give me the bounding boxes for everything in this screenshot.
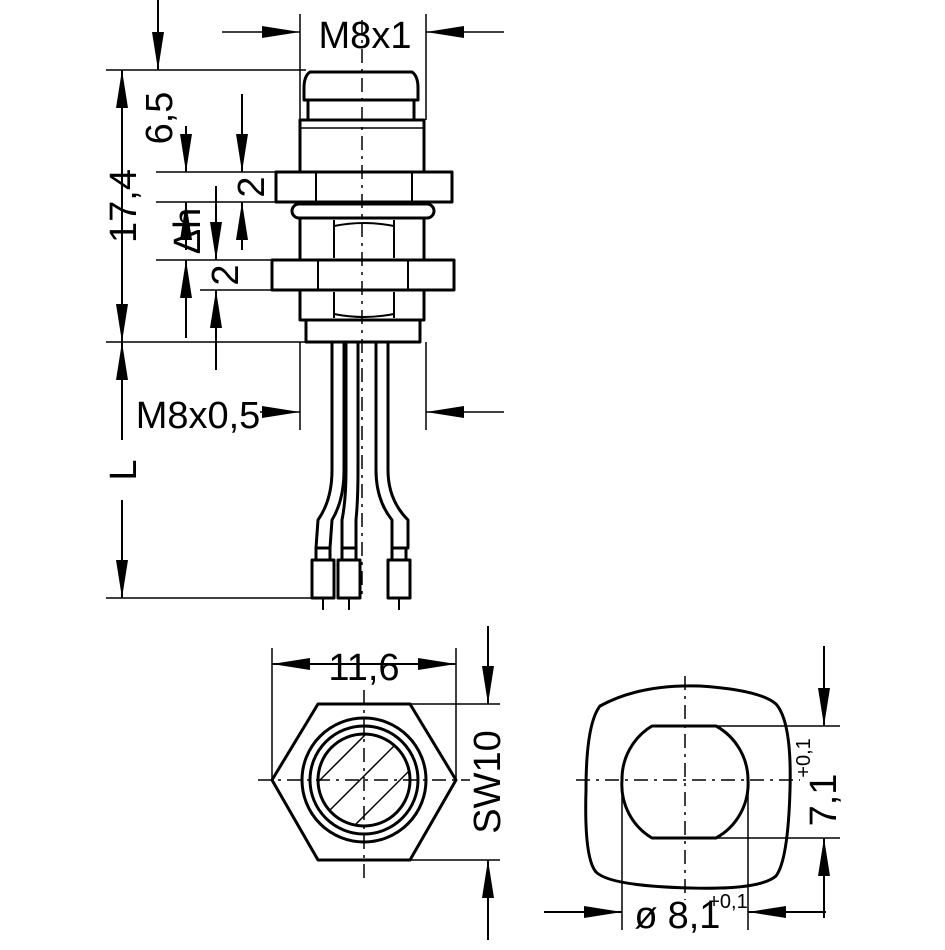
length-label: L — [103, 459, 145, 480]
thread-top-label: M8x1 — [319, 15, 412, 57]
height-top-label: 6,5 — [139, 92, 181, 145]
nut-thickness-upper-label: 2 — [231, 176, 273, 197]
cutout-diameter-tolerance: +0,1 — [708, 891, 747, 913]
side-view-dimensions: M8x1 17,4 6,5 2 Δh — [103, 0, 504, 599]
cutout-flat-tolerance: +0,1 — [793, 738, 815, 777]
cutout-diameter-label: 8,1 — [668, 895, 721, 937]
panel-cutout-view: 7,1 +0,1 ø 8,1 +0,1 — [544, 646, 845, 937]
delta-h-label: Δh — [167, 208, 209, 255]
cutout-diameter-symbol: ø — [634, 895, 657, 937]
width-across-corners-label: 11,6 — [328, 647, 399, 689]
wire-leads — [310, 340, 412, 610]
hex-nut-front-view: 11,6 SW10 — [258, 626, 509, 940]
height-total-label: 17,4 — [103, 169, 145, 243]
thread-bottom-label: M8x0,5 — [136, 395, 261, 437]
cutout-flat-label: 7,1 — [803, 774, 845, 827]
nut-thickness-lower-label: 2 — [205, 264, 247, 285]
wrench-size-label: SW10 — [467, 730, 509, 833]
connector-side-view — [270, 20, 456, 600]
